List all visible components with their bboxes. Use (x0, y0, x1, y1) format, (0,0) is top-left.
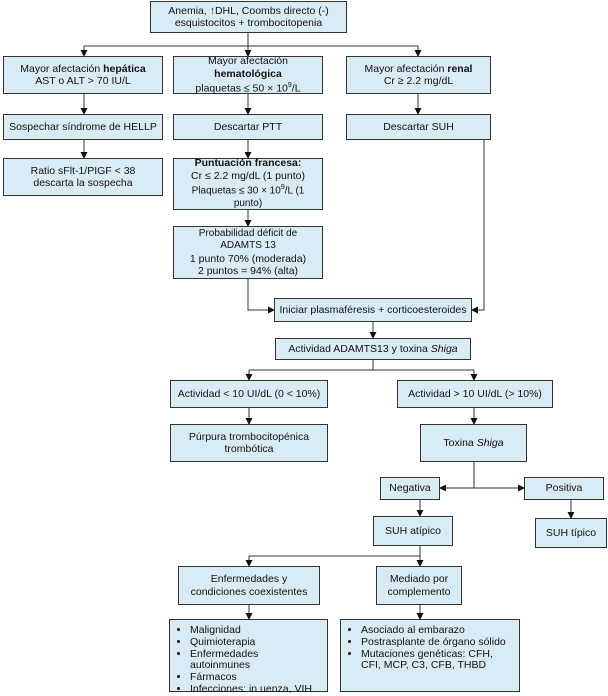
activity-text: Actividad ADAMTS13 y toxina (288, 342, 431, 355)
rule-out-suh-box: Descartar SUH (346, 114, 491, 140)
ratio-line2: descarta la sospecha (33, 177, 133, 189)
adamts-activity-box: Actividad ADAMTS13 y toxina Shiga (275, 338, 471, 360)
plasmapheresis-text: Iniciar plasmaféresis + corticoesteroide… (279, 303, 467, 316)
toxin-prefix: Toxina (443, 436, 477, 449)
atypical-suh-box: SUH atípico (373, 516, 453, 546)
french-score-exponent: 9 (280, 184, 285, 192)
list-item: Postrasplante de órgano sólido (361, 636, 513, 649)
negative-text: Negativa (389, 482, 431, 495)
hellp-text: Sospechar síndrome de HELLP (9, 120, 157, 133)
coexisting-line2: condiciones coexistentes (190, 585, 308, 598)
plasmapheresis-box: Iniciar plasmaféresis + corticoesteroide… (274, 298, 472, 322)
coexisting-conditions-box: Enfermedades y condiciones coexistentes (178, 566, 320, 605)
hepatic-involvement-box: Mayor afectación hepática AST o ALT > 70… (3, 56, 163, 94)
rule-out-suh-text: Descartar SUH (383, 120, 454, 133)
french-score-line2-unit: /L (1 punto) (233, 185, 305, 210)
complement-line2: complemento (387, 585, 451, 598)
french-score-line2: Plaquetas ≤ 30 × 10 (191, 185, 281, 197)
ratio-line1: Ratio sFlt-1/PIGF < 38 (30, 164, 136, 177)
initial-findings-box: Anemia, ↑DHL, Coombs directo (-) esquist… (150, 1, 347, 33)
complement-line1: Mediado por (389, 573, 449, 585)
low-activity-text: Actividad < 10 UI/dL (0 < 10%) (177, 387, 321, 400)
negative-box: Negativa (380, 477, 440, 500)
french-score-title: Puntuación francesa: (194, 157, 302, 170)
probability-line2: 1 punto 70% (moderada) (189, 252, 307, 265)
typical-suh-box: SUH típico (535, 518, 607, 548)
initial-findings-line2: esquistocitos + trombocitopenia (174, 17, 323, 29)
activity-shiga: Shiga (430, 342, 458, 355)
probability-line3: 2 puntos = 94% (alta) (197, 265, 299, 277)
rule-out-ptt-box: Descartar PTT (173, 114, 323, 140)
hepatic-prefix: Mayor afectación (20, 62, 104, 75)
renal-criterion: Cr ≥ 2.2 mg/dL (383, 75, 454, 87)
shiga-toxin-box: Toxina Shiga (420, 424, 527, 462)
list-item: Quimioterapia (190, 636, 321, 649)
renal-prefix: Mayor afectación (364, 62, 448, 75)
hellp-box: Sospechar síndrome de HELLP (3, 114, 163, 140)
renal-involvement-box: Mayor afectación renal Cr ≥ 2.2 mg/dL (346, 56, 491, 94)
french-score-box: Puntuación francesa: Cr ≤ 2.2 mg/dL (1 p… (173, 157, 323, 210)
high-activity-text: Actividad > 10 UI/dL (> 10%) (408, 387, 542, 400)
hemato-criterion: plaquetas ≤ 50 × 10 (195, 82, 288, 95)
coexisting-line1: Enfermedades y (210, 573, 288, 585)
hematologic-involvement-box: Mayor afectación hematológica plaquetas … (173, 55, 323, 95)
positive-text: Positiva (545, 482, 583, 495)
list-item: Mutaciones genéticas: CFH, CFI, MCP, C3,… (361, 648, 513, 673)
ttp-line1: Púrpura trombocitopénica (188, 430, 310, 443)
coexisting-conditions-list: Malignidad Quimioterapia Enfermedades au… (176, 624, 321, 696)
list-item: Infecciones: in uenza, VIH (190, 683, 321, 696)
positive-box: Positiva (524, 477, 604, 500)
hepatic-keyword: hepática (103, 62, 146, 75)
coexisting-conditions-list-box: Malignidad Quimioterapia Enfermedades au… (169, 619, 328, 695)
initial-findings-line1: Anemia, ↑DHL, Coombs directo (-) (168, 4, 329, 17)
atypical-suh-text: SUH atípico (384, 524, 442, 537)
list-item: Enfermedades autoinmunes (190, 648, 321, 673)
toxin-shiga: Shiga (476, 436, 504, 449)
complement-mediated-box: Mediado por complemento (376, 566, 462, 605)
ttp-diagnosis-box: Púrpura trombocitopénica trombótica (170, 424, 328, 462)
typical-suh-text: SUH típico (545, 526, 597, 539)
list-item: Asociado al embarazo (361, 624, 513, 637)
list-item: Fármacos (190, 671, 321, 684)
complement-list-box: Asociado al embarazo Postrasplante de ór… (340, 619, 520, 692)
hepatic-criterion: AST o ALT > 70 IU/L (35, 75, 131, 87)
renal-keyword: renal (447, 62, 473, 75)
low-activity-box: Actividad < 10 UI/dL (0 < 10%) (170, 380, 328, 408)
hemato-exponent: 9 (287, 82, 292, 89)
ratio-box: Ratio sFlt-1/PIGF < 38 descarta la sospe… (3, 158, 163, 196)
hemato-prefix: Mayor afectación (208, 55, 288, 67)
high-activity-box: Actividad > 10 UI/dL (> 10%) (397, 380, 553, 408)
probability-line1: Probabilidad déficit de ADAMTS 13 (198, 227, 298, 252)
adamts-probability-box: Probabilidad déficit de ADAMTS 13 1 punt… (173, 226, 323, 279)
ttp-line2: trombótica (224, 443, 274, 455)
hemato-unit: /L (291, 82, 301, 95)
french-score-line1: Cr ≤ 2.2 mg/dL (1 punto) (191, 169, 305, 182)
complement-list: Asociado al embarazo Postrasplante de ór… (347, 624, 513, 673)
hemato-keyword: hematológica (214, 67, 282, 80)
list-item: Malignidad (190, 624, 321, 637)
rule-out-ptt-text: Descartar PTT (213, 120, 283, 133)
